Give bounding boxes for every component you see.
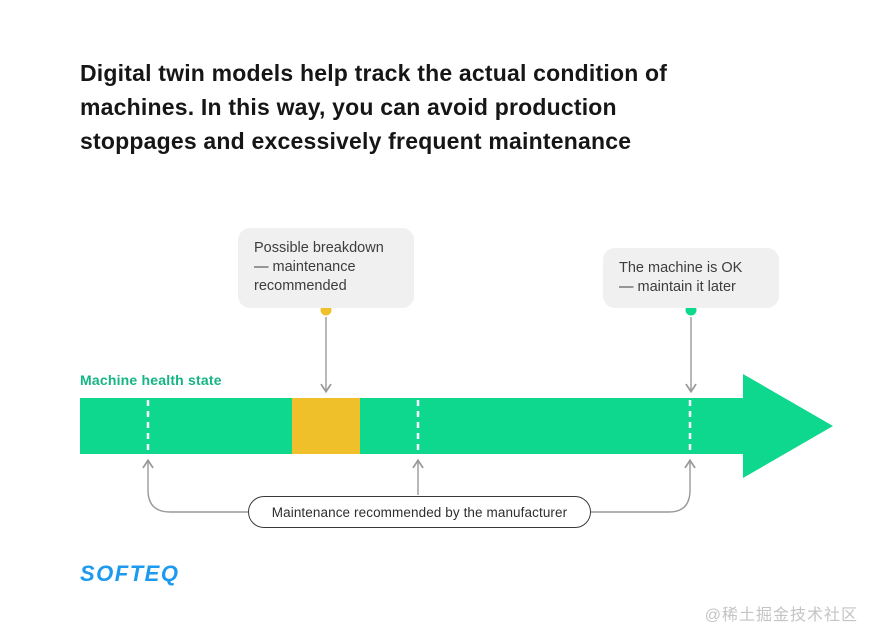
- watermark-text: @稀土掘金技术社区: [704, 607, 858, 624]
- callout-possible-breakdown: Possible breakdown — maintenance recomme…: [238, 228, 414, 308]
- warning-segment: [292, 398, 360, 454]
- callout-machine-ok: The machine is OK — maintain it later: [603, 248, 779, 308]
- note-connector-left: [142, 458, 248, 513]
- health-bar: [80, 398, 743, 454]
- maintenance-note-pill: Maintenance recommended by the manufactu…: [248, 496, 591, 528]
- note-connector-right: [591, 458, 696, 513]
- timeline-arrowhead-icon: [743, 374, 833, 478]
- softeq-logo: SOFTEQ: [80, 561, 180, 586]
- machine-health-state-label: Machine health state: [80, 372, 222, 388]
- page-title: Digital twin models help track the actua…: [80, 60, 668, 154]
